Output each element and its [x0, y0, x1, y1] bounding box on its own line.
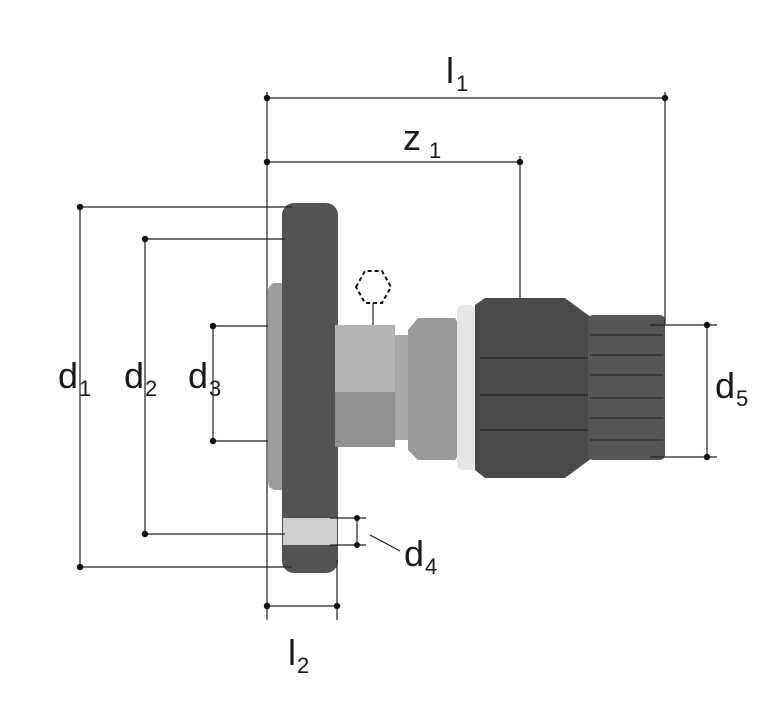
- dimension-d5: d5: [650, 321, 748, 461]
- dim-label-base: l: [446, 50, 454, 91]
- dim-label-sub: 1: [429, 138, 441, 163]
- neck: [395, 335, 410, 440]
- svg-text:d3: d3: [188, 355, 221, 401]
- dimension-d1: d1: [58, 203, 292, 571]
- svg-text:d2: d2: [124, 355, 157, 401]
- dim-label-sub: 3: [209, 376, 221, 401]
- dimension-d4: d4: [330, 515, 437, 579]
- dim-label-base: z: [403, 117, 421, 158]
- svg-text:d5: d5: [715, 365, 748, 411]
- dim-label-base: d: [124, 355, 144, 396]
- compression-body: [475, 298, 592, 478]
- svg-text:d1: d1: [58, 355, 91, 401]
- cap-ribs: [590, 334, 663, 441]
- fitting-illustration: [268, 203, 665, 573]
- svg-text:l1: l1: [446, 50, 468, 96]
- dim-label-base: d: [404, 533, 424, 574]
- dimension-l1: l1: [263, 50, 669, 620]
- svg-text:z1: z1: [403, 117, 441, 163]
- dimension-d2: d2: [124, 235, 285, 538]
- dim-label-base: d: [58, 355, 78, 396]
- dim-label-sub: 2: [145, 376, 157, 401]
- dim-label-sub: 1: [79, 376, 91, 401]
- union-nut: [408, 318, 462, 460]
- dimension-l2: l2: [263, 560, 341, 678]
- svg-text:l2: l2: [288, 632, 309, 678]
- dim-label-base: l: [288, 632, 296, 673]
- hex-wrench-icon: [354, 270, 393, 304]
- dim-label-sub: 1: [456, 71, 468, 96]
- white-ring: [457, 305, 475, 470]
- flange: [282, 203, 338, 573]
- svg-text:d4: d4: [404, 533, 437, 579]
- dim-label-sub: 5: [736, 386, 748, 411]
- flange-highlight-band: [283, 518, 337, 545]
- dim-label-base: d: [188, 355, 208, 396]
- ribbed-cap: [588, 315, 665, 460]
- dim-label-sub: 2: [297, 653, 309, 678]
- hex-face-shade: [335, 392, 395, 447]
- dim-label-base: d: [715, 365, 735, 406]
- dim-label-sub: 4: [425, 554, 437, 579]
- dimension-d3: d3: [188, 322, 268, 445]
